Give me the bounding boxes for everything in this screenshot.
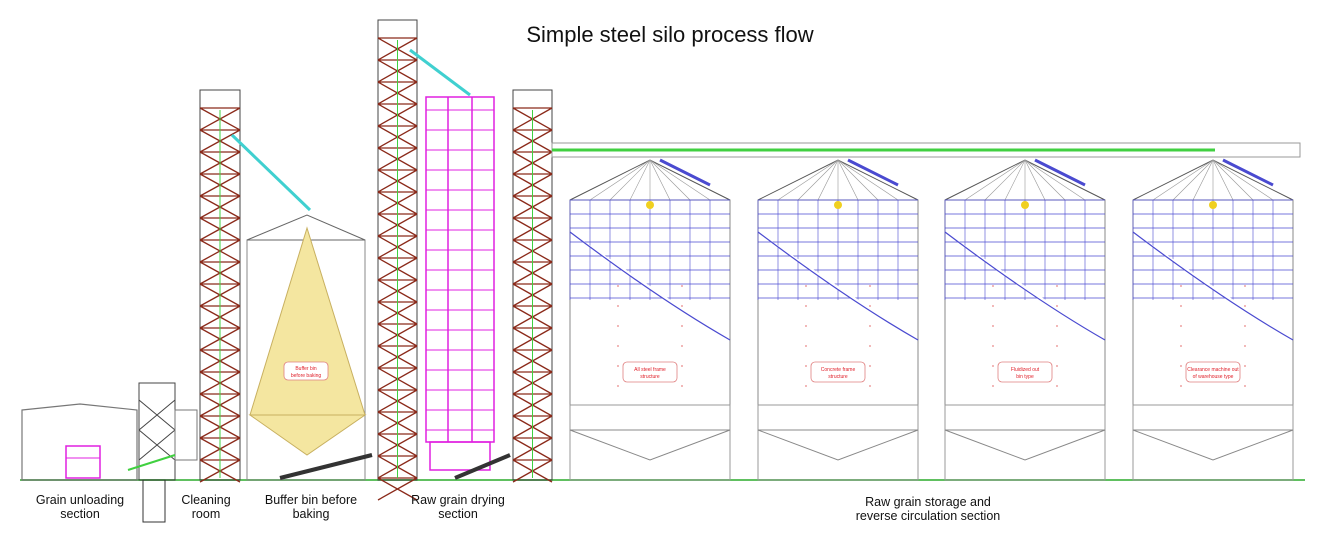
buffer-bin-tag-line1: Buffer bin — [295, 366, 317, 372]
buffer-bin: Buffer bin before baking — [230, 133, 373, 481]
truck-icon — [65, 445, 101, 479]
silo-tag-line2: structure — [828, 374, 848, 380]
silo-tag-line1: All steel frame — [634, 367, 666, 373]
elevator-tower — [377, 19, 418, 501]
section-label-buffer-2: baking — [293, 507, 330, 521]
cleaning-room — [127, 382, 198, 523]
unloading-warehouse — [21, 403, 138, 481]
section-label-buffer-1: Buffer bin before — [265, 493, 357, 507]
silo-tag-line2: of warehouse type — [1193, 374, 1234, 380]
buffer-bin-tag-line2: before baking — [291, 373, 322, 379]
silo-tag-line2: structure — [640, 374, 660, 380]
section-label-unloading-2: section — [60, 507, 100, 521]
silo-tag-line2: bin type — [1016, 374, 1034, 380]
section-label-cleaning-1: Cleaning — [181, 493, 230, 507]
section-labels: Grain unloading section Cleaning room Bu… — [36, 493, 1000, 523]
section-label-unloading-1: Grain unloading — [36, 493, 124, 507]
section-label-cleaning-2: room — [192, 507, 220, 521]
section-label-drying-2: section — [438, 507, 478, 521]
elevator-tower — [199, 89, 241, 483]
elevator-tower — [512, 89, 553, 483]
section-label-storage-2: reverse circulation section — [856, 509, 1001, 523]
section-label-storage-1: Raw grain storage and — [865, 495, 991, 509]
section-label-drying-1: Raw grain drying — [411, 493, 505, 507]
diagram-title: Simple steel silo process flow — [526, 22, 813, 47]
silo-tag-line1: Concrete frame — [821, 367, 856, 373]
silo-tag-line1: Clearance machine out — [1187, 367, 1239, 373]
silo-tag-line1: Fluidized out — [1011, 367, 1040, 373]
top-conveyor-gallery — [551, 142, 1301, 158]
grain-dryer — [409, 48, 511, 480]
